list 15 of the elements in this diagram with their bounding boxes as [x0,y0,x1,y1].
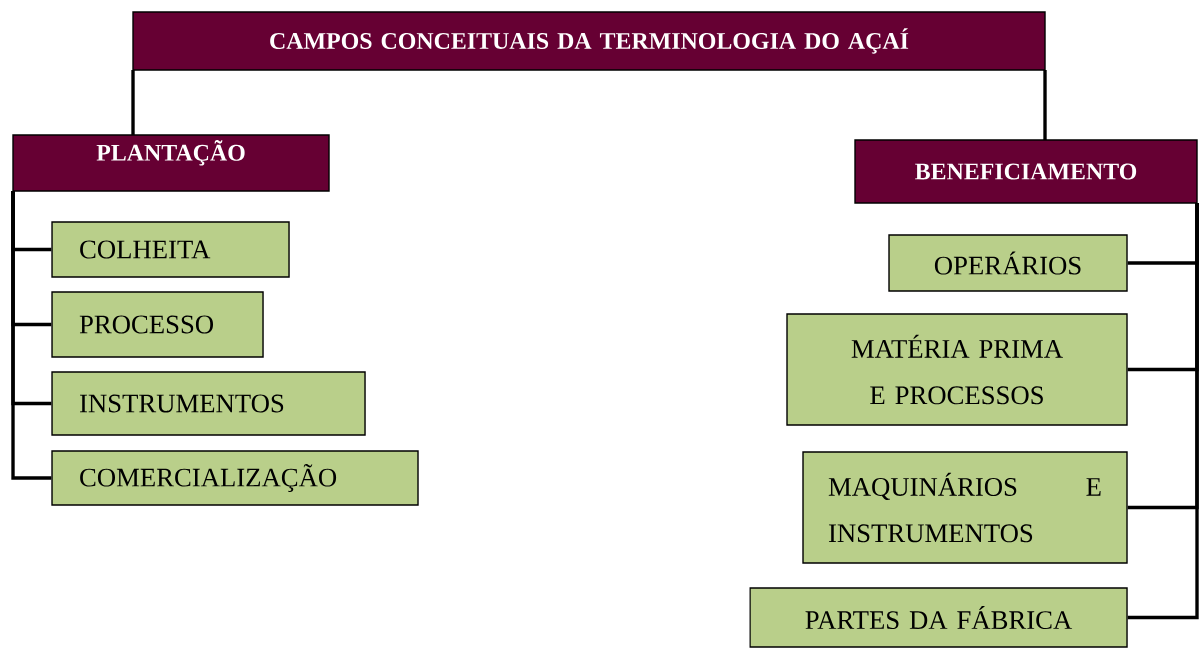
connector-line [11,191,52,480]
heading-box: BENEFICIAMENTO [854,139,1198,204]
category-box: OPERÁRIOS [888,234,1128,292]
category-box: MAQUINÁRIOS E INSTRUMENTOS [802,451,1128,564]
heading-box: PLANTAÇÃO [12,134,330,192]
category-box: COLHEITA [51,221,290,278]
category-box: PARTES DA FÁBRICA [749,587,1128,648]
category-box: PROCESSO [51,291,264,358]
connector-line [131,70,135,135]
category-box: COMERCIALIZAÇÃO [51,450,419,506]
connector-line [1043,70,1047,140]
category-box: MATÉRIA PRIMA E PROCESSOS [786,313,1128,426]
connector-line [1127,203,1199,620]
category-box: INSTRUMENTOS [51,371,366,436]
heading-box: CAMPOS CONCEITUAIS DA TERMINOLOGIA DO AÇAÍ [132,11,1046,71]
